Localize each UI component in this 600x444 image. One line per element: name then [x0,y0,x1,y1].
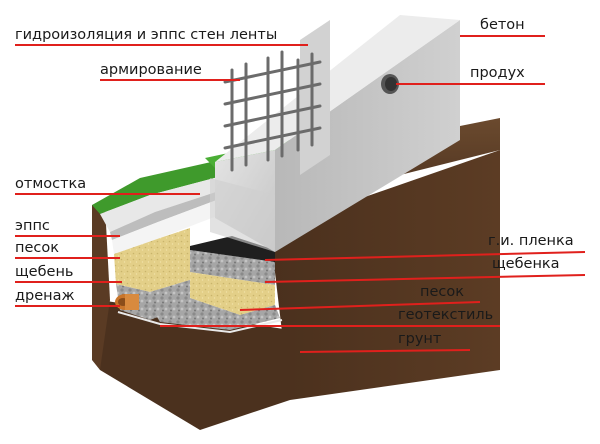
label-geotextile: геотекстиль [398,307,494,323]
blind-area-edge [110,190,222,240]
concrete-wall-top [215,15,460,162]
label-soil: грунт [398,331,442,347]
label-film: г.и. пленка [488,233,574,249]
leader-soil [299,349,471,353]
leader-gravel-right [264,274,586,283]
gravel-trench-bottom [150,298,280,330]
label-vent: продух [470,65,525,81]
rebar-cage [223,50,322,172]
label-drainage: дренаж [15,288,75,304]
label-gravel-right: щебенка [492,256,560,272]
leader-sand-right [239,301,481,311]
gravel-trench [190,250,275,285]
label-reinforcement: армирование [100,62,202,78]
epps-layer [112,198,222,254]
leader-film [264,251,586,261]
concrete-wall-side [275,20,460,252]
concrete-wall-upper [300,20,330,175]
label-concrete: бетон [480,17,525,33]
soil-left-face [92,205,110,370]
label-epps: эппс [15,218,50,234]
soil-front-bottom [100,300,290,430]
blind-area-slab [100,176,222,232]
grass-top [92,160,222,214]
label-gravel-left: щебень [15,264,74,280]
label-sand-left: песок [15,240,60,256]
label-blind-area: отмостка [15,176,87,192]
concrete-wall-base [210,178,275,252]
film-layer [190,236,275,262]
label-waterproofing: гидроизоляция и эппс стен ленты [15,27,278,43]
sand-left [114,228,190,292]
label-sand-right: песок [420,284,465,300]
sand-trench [190,272,275,315]
